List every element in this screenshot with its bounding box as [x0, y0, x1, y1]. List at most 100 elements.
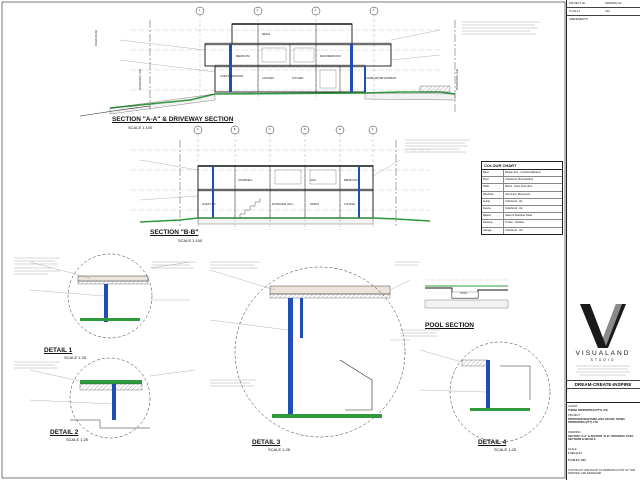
colour-chart-value: Colorbond - tbc [505, 199, 523, 203]
colour-chart-key: Decking [482, 220, 504, 227]
copyright-note: COPYRIGHT AND RIGHT OF REPRODUCTION OF T… [568, 469, 636, 475]
detail-3-scale: SCALE 1:25 [268, 447, 291, 452]
grid-label: C [268, 127, 271, 131]
colour-chart-value: Bricks - Face brick (tbc) [505, 185, 533, 189]
section-aa [79, 6, 456, 117]
grid-label: A [196, 127, 199, 131]
grid-label: 3 [314, 8, 316, 12]
sheet-number: TH 06-21 / A02 [568, 459, 586, 462]
detail-1 [29, 253, 191, 339]
detail-2 [29, 357, 196, 439]
boundary-line-right: BOUNDARY LINE [456, 68, 459, 90]
colour-chart-key: Windows [482, 191, 504, 198]
room-label: DINING [310, 203, 320, 206]
pool-label: POOL [460, 292, 468, 295]
colour-chart-key: Balustr. [482, 213, 504, 220]
room-label: GUEST WC [202, 203, 216, 206]
drawing-label: DRAWING: [568, 431, 582, 434]
colour-chart-key: Fascia [482, 205, 504, 213]
amendments-label: AMENDMENTS: [569, 18, 589, 21]
section-bb-title: SECTION "B-B" [150, 229, 199, 236]
studio-logo [566, 298, 640, 384]
drawing-no-label: DRAWING No: [605, 2, 623, 5]
room-label: BEDROOM 1 [344, 179, 360, 182]
room-label: HOME ENTERTAINMENT [366, 77, 397, 80]
room-label: LAUNDRY [262, 77, 275, 80]
colour-chart-row: Balustr.Glass & Stainless Steel [482, 213, 562, 221]
detail-2-title: DETAIL 2 [50, 429, 79, 436]
room-label: GUEST BEDROOM [220, 75, 244, 78]
boundary-line-left: BOUNDARY LINE [139, 68, 142, 90]
brand-name: VISUALAND [575, 350, 631, 357]
colour-chart-value: Colorbond (Surfmist/tbc) [505, 178, 534, 182]
grid-label: E [339, 127, 341, 131]
colour-chart-value: Plaster (tbc - Colorbond/Dulux) [505, 171, 541, 174]
grid-label: 1 [198, 8, 200, 12]
room-label: ENTRANCE HALL [272, 203, 294, 206]
section-aa-scale: SCALE 1:100 [128, 125, 153, 130]
detail-2-scale: SCALE 1:25 [66, 437, 89, 442]
project-no-label: PROJECT No: [569, 2, 586, 5]
client-label: CLIENT: [568, 405, 578, 408]
drawing-value: SECTION "A-A" & SECTION "B-B", DRIVEWAY,… [568, 435, 634, 441]
room-label: STAIRWELL [238, 179, 253, 182]
colour-chart-heading: COLOUR CHART [482, 162, 562, 170]
detail-3-title: DETAIL 3 [252, 439, 281, 446]
colour-chart-value: Glass & Stainless Steel [505, 214, 532, 218]
brand-sub: STUDIO [590, 358, 616, 362]
room-label: MAIN BEDROOM [320, 55, 341, 58]
project-value: PROPOSED NEW DWELLING ON ERF, THEMA PROP… [568, 418, 625, 424]
grid-label: 2 [256, 8, 258, 12]
grid-label: F [372, 127, 374, 131]
grid-label: 4 [372, 8, 374, 12]
architectural-drawing [1, 1, 566, 479]
room-label: BEDROOM [236, 55, 250, 58]
colour-chart-value: Aluminium Monument [505, 192, 531, 196]
colour-chart-value: Timber - Merbau [505, 221, 525, 225]
project-label: PROJECT: [568, 414, 581, 417]
grid-label: B [233, 127, 236, 131]
title-block: PROJECT No: DRAWING No: TH 06-21 A02 AME… [566, 0, 640, 480]
detail-3 [209, 266, 411, 438]
colour-chart-value: Colorbond - tbc [505, 206, 523, 210]
colour-chart-key: Garage [482, 227, 504, 234]
client-value: THEMA PROPERTIES (PTY) LTD [568, 409, 608, 412]
room-label: HALL [310, 179, 317, 182]
pool-section [424, 279, 509, 309]
colour-chart-key: Gutter [482, 198, 504, 205]
colour-chart-key: Walls [482, 184, 504, 191]
colour-chart-key: Base [482, 170, 504, 177]
detail-4 [419, 341, 551, 443]
detail-4-title: DETAIL 4 [478, 439, 507, 446]
brand-slogan: DREAM-CREATE-INSPIRE [566, 380, 640, 389]
river-road-label: RIVER ROAD [95, 29, 98, 46]
annotation-notes [14, 21, 540, 387]
detail-4-scale: SCALE 1:25 [494, 447, 517, 452]
grid-label: D [303, 127, 306, 131]
colour-chart-value: Colorbond - tbc [505, 228, 523, 232]
logo-mark-icon [580, 304, 626, 348]
title-details: CLIENT: THEMA PROPERTIES (PTY) LTD PROJE… [566, 402, 640, 481]
section-aa-title: SECTION "A-A" & DRIVEWAY SECTION [112, 116, 234, 123]
colour-chart-key: Roof [482, 177, 504, 184]
drawing-no: A02 [605, 10, 610, 13]
scale-value: 1:100 @ A1 [568, 452, 582, 455]
detail-1-title: DETAIL 1 [44, 347, 73, 354]
room-label: MEDIA [262, 33, 271, 36]
project-no: TH 06-21 [569, 10, 580, 13]
room-label: KITCHEN [292, 77, 304, 80]
pool-section-title: POOL SECTION [425, 322, 474, 329]
room-label: LOUNGE [344, 203, 355, 206]
brand-fine-print [576, 365, 630, 376]
detail-1-scale: SCALE 1:25 [64, 355, 87, 360]
scale-label: SCALE: [568, 448, 578, 451]
section-bb-scale: SCALE 1:100 [178, 238, 203, 243]
